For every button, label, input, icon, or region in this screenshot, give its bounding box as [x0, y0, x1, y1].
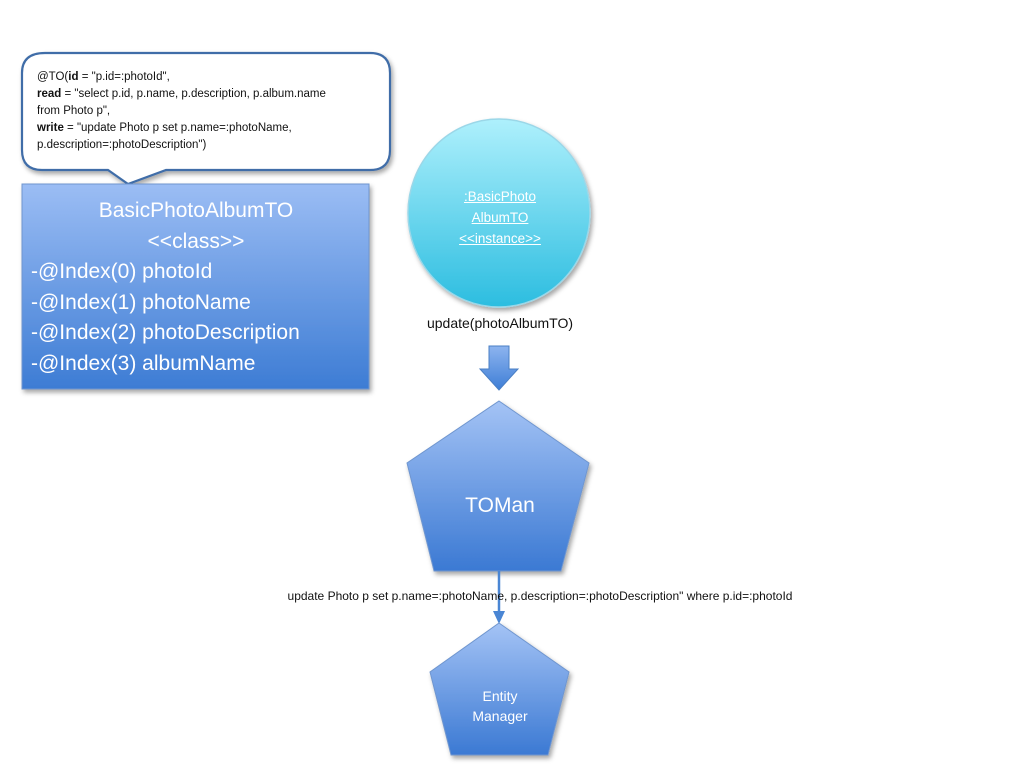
connector-arrowhead-icon: [493, 611, 505, 624]
class-attribute: -@Index(1) photoName: [31, 290, 251, 314]
entity-manager-label: Entity Manager: [440, 686, 560, 726]
class-box: [21, 183, 370, 390]
annotation-line-4: write = "update Photo p set p.name=:phot…: [37, 120, 377, 137]
instance-circle: [407, 118, 591, 308]
annotation-write-value: = "update Photo p set p.name=:photoName,: [63, 122, 292, 134]
instance-line-2: AlbumTO: [471, 210, 529, 225]
annotation-key-id: id: [68, 71, 79, 83]
instance-label: :BasicPhoto AlbumTO <<instance>>: [420, 186, 580, 249]
class-box-content: BasicPhotoAlbumTO <<class>> -@Index(0) p…: [22, 196, 370, 379]
class-attribute: -@Index(3) albumName: [31, 351, 256, 375]
annotation-text: @TO(id = "p.id=:photoId", read = "select…: [37, 69, 377, 154]
annotation-read-value: = "select p.id, p.name, p.description, p…: [61, 88, 326, 100]
annotation-line-2: read = "select p.id, p.name, p.descripti…: [37, 86, 377, 103]
callout-bubble: [20, 51, 392, 186]
toman-label: TOMan: [465, 494, 535, 517]
entity-manager-line-1: Entity: [482, 688, 518, 704]
annotation-key-read: read: [37, 88, 62, 100]
annotation-line-5: p.description=:photoDescription"): [37, 139, 207, 151]
annotation-line-1: @TO(id = "p.id=:photoId",: [37, 69, 377, 86]
toman-pentagon: [406, 400, 590, 572]
annotation-prefix: @TO(: [37, 71, 69, 83]
class-stereotype: <<class>>: [147, 229, 245, 253]
instance-line-3: <<instance>>: [459, 231, 541, 246]
class-title: BasicPhotoAlbumTO: [98, 199, 294, 222]
annotation-id-value: = "p.id=:photoId",: [78, 71, 170, 83]
sql-update-label: update Photo p set p.name=:photoName, p.…: [287, 589, 793, 603]
class-attribute: -@Index(0) photoId: [31, 260, 213, 283]
entity-manager-pentagon: [429, 622, 570, 756]
class-attribute: -@Index(2) photoDescription: [31, 321, 300, 344]
instance-line-1: :BasicPhoto: [463, 189, 537, 204]
annotation-line-3: from Photo p",: [37, 105, 111, 117]
annotation-key-write: write: [37, 122, 64, 134]
update-call-label: update(photoAlbumTO): [426, 315, 574, 331]
down-arrow-icon: [478, 345, 520, 391]
entity-manager-line-2: Manager: [472, 708, 528, 724]
